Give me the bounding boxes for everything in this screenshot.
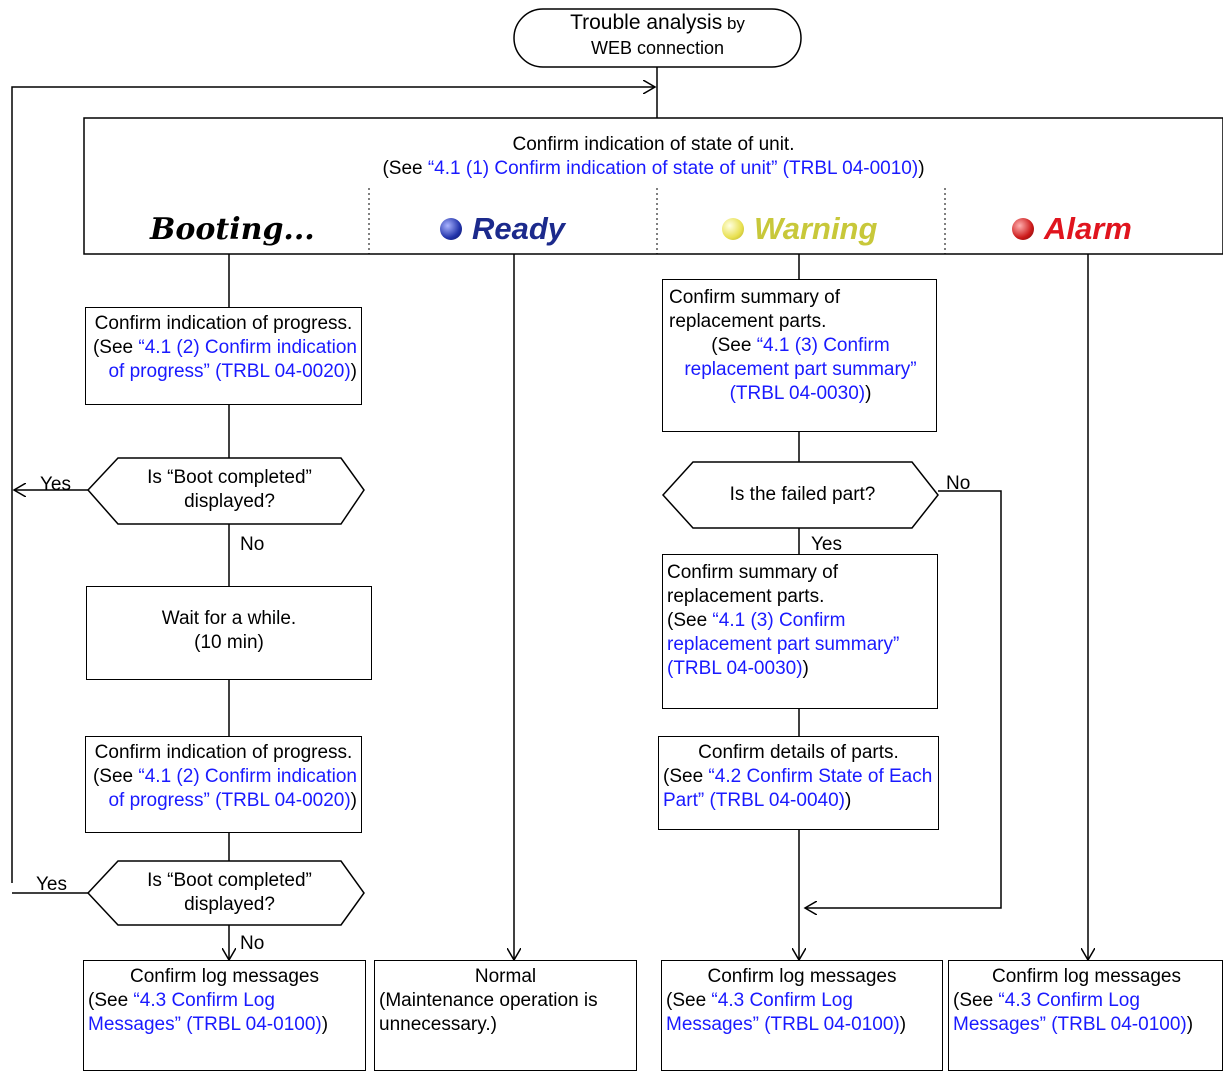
state-link[interactable]: “4.1 (1) Confirm indication of state of …: [427, 158, 919, 179]
decision2-no-label: No: [240, 933, 265, 954]
state-panel-title: Confirm indication of state of unit. (Se…: [382, 134, 925, 179]
warning-decision-no-label: No: [946, 473, 971, 494]
decision1-yes-label: Yes: [40, 474, 71, 495]
alarm-log-box: Confirm log messages (See “4.3 Confirm L…: [948, 960, 1223, 1071]
blue-status-dot-icon: [440, 218, 462, 240]
decision1-no-label: No: [240, 534, 265, 555]
progress-box-1: Confirm indication of progress. (See “4.…: [85, 307, 362, 405]
return-loop-arrow: [11, 87, 655, 883]
warning-decision-yes-label: Yes: [811, 534, 842, 555]
decision1-text: Is “Boot completed”displayed?: [147, 467, 312, 512]
warning-decision-hexagon: [661, 461, 939, 529]
warning-summary-box-2: Confirm summary of replacement parts. (S…: [662, 554, 938, 709]
ready-normal-box: Normal (Maintenance operation is unneces…: [374, 960, 637, 1071]
decision1-hexagon: [86, 457, 365, 525]
progress-link-1[interactable]: “4.1 (2) Confirm indication of progress”…: [108, 337, 357, 382]
warning-no-arrow: [805, 490, 1002, 908]
state-warning: Warning: [722, 205, 877, 253]
warning-log-box: Confirm log messages (See “4.3 Confirm L…: [661, 960, 943, 1071]
decision2-yes-label: Yes: [36, 874, 67, 895]
warning-log-link[interactable]: “4.3 Confirm Log Messages” (TRBL 04-0100…: [666, 990, 900, 1035]
yellow-status-dot-icon: [722, 218, 744, 240]
wait-box: Wait for a while.(10 min): [86, 586, 372, 680]
start-terminator: [513, 8, 802, 68]
alarm-log-link[interactable]: “4.3 Confirm Log Messages” (TRBL 04-0100…: [953, 990, 1187, 1035]
warning-summary-link-1[interactable]: “4.1 (3) Confirm replacement part summar…: [684, 335, 917, 404]
booting-log-box: Confirm log messages (See “4.3 Confirm L…: [83, 960, 366, 1071]
decision2-text: Is “Boot completed”displayed?: [147, 870, 312, 915]
state-ready: Ready: [440, 205, 565, 253]
progress-box-2: Confirm indication of progress. (See “4.…: [85, 736, 362, 833]
start-label: Trouble analysis by WEB connection: [570, 11, 745, 58]
state-booting: Booting...: [150, 211, 315, 247]
warning-decision-text: Is the failed part?: [729, 484, 876, 505]
warning-details-link[interactable]: “4.2 Confirm State of Each Part” (TRBL 0…: [663, 766, 933, 811]
warning-details-box: Confirm details of parts. (See “4.2 Conf…: [658, 736, 939, 830]
progress-link-2[interactable]: “4.1 (2) Confirm indication of progress”…: [108, 766, 357, 811]
warning-summary-link-2[interactable]: “4.1 (3) Confirm replacement part summar…: [667, 610, 900, 679]
state-alarm: Alarm: [1012, 205, 1132, 253]
decision2-hexagon: [86, 860, 365, 926]
booting-log-link[interactable]: “4.3 Confirm Log Messages” (TRBL 04-0100…: [88, 990, 322, 1035]
red-status-dot-icon: [1012, 218, 1034, 240]
warning-summary-box-1: Confirm summary of replacement parts. (S…: [662, 279, 937, 432]
